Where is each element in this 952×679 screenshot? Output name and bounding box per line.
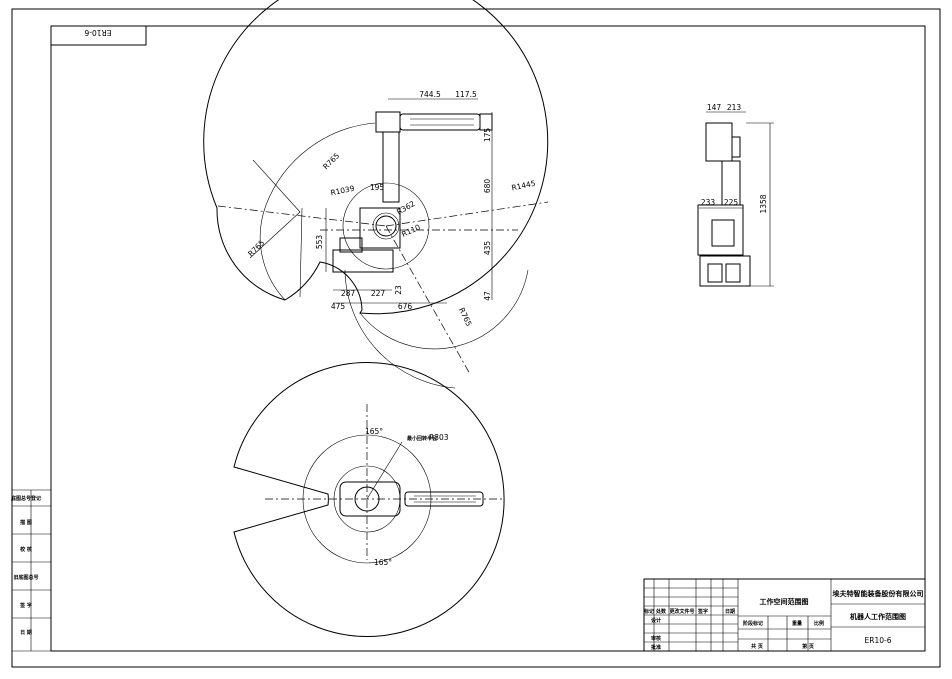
tb-company: 埃夫特智能装备股份有限公司	[833, 589, 924, 598]
shoulder	[359, 207, 401, 249]
dim-287: 287	[341, 289, 356, 298]
dim-r1445: R1445	[511, 179, 537, 193]
strip-label-5: 签 字	[19, 602, 32, 609]
top-angle-top: 165°	[365, 427, 383, 436]
tb-part-name: 机器人工作范围图	[850, 612, 906, 621]
tb-model: ER10-6	[865, 636, 892, 645]
tb-stage-mark: 阶段标记	[743, 620, 763, 627]
circle-r110	[372, 212, 400, 240]
title-block: 标记 处数 更改文件号 签字 日期 设计 审核 批准 工作空间范围图 阶段标记 …	[643, 578, 926, 652]
workspace-envelope	[203, 0, 549, 315]
top-angle-bottom: 165°	[374, 558, 392, 567]
tb-mark: 标记	[643, 608, 654, 615]
top-view: 165° 165° 最小回转半径 R303	[233, 362, 505, 637]
tb-designer: 设计	[651, 617, 661, 624]
dim-r110: R110	[400, 222, 422, 239]
forearm	[399, 113, 481, 131]
dim-227: 227	[371, 289, 386, 298]
dim-680: 680	[483, 179, 492, 194]
dim-553: 553	[315, 235, 324, 250]
strip-label-2: 描 图	[19, 519, 32, 526]
dim-117-5: 117.5	[455, 90, 477, 99]
tb-drawing-title: 工作空间范围图	[760, 597, 809, 606]
strip-label-6: 日 期	[20, 629, 32, 636]
outer-frame	[11, 8, 941, 668]
front-wrist	[705, 122, 733, 162]
side-view: 744.5 117.5 175 680 435 47 553 195 287 2…	[203, 0, 549, 389]
tb-approve: 批准	[651, 644, 661, 651]
dim-47: 47	[483, 291, 492, 301]
code-stamp-text: ER10-6	[84, 28, 111, 37]
dim-744-5: 744.5	[419, 90, 441, 99]
dim-475: 475	[331, 302, 346, 311]
front-base	[699, 255, 751, 287]
tb-change-doc: 更改文件号	[669, 608, 694, 615]
code-stamp-box	[50, 25, 147, 46]
tb-weight: 重量	[792, 620, 802, 627]
dim-r765-a: R765	[321, 151, 341, 171]
tb-sheets: 共 页	[751, 643, 763, 650]
top-forearm	[404, 491, 484, 507]
dim-1358: 1358	[759, 194, 768, 213]
tb-sheet: 第 页	[802, 643, 814, 650]
top-robot-body	[339, 481, 401, 517]
r303-prefix: 最小回转半径	[407, 435, 437, 442]
inner-frame	[50, 25, 926, 652]
front-view: 147 213 1358 233 225	[697, 103, 774, 287]
dim-676: 676	[398, 302, 413, 311]
strip-label-1: 底图总号登记	[10, 495, 41, 502]
dim-147: 147	[707, 103, 722, 112]
dim-r303: R303	[429, 433, 449, 442]
top-workspace	[233, 362, 505, 637]
arc-r1039	[265, 122, 376, 206]
left-strip: 底图总号登记 描 图 校 核 旧底图总号 签 字 日 期	[10, 489, 51, 652]
dim-175: 175	[483, 128, 492, 143]
dim-23: 23	[394, 285, 403, 295]
dim-213: 213	[727, 103, 742, 112]
dim-225: 225	[724, 198, 739, 207]
robot-base-side	[332, 249, 394, 273]
strip-label-4: 旧底图总号	[13, 574, 38, 581]
tb-sign: 签字	[697, 608, 708, 615]
tb-scale: 比例	[814, 620, 824, 627]
dim-233: 233	[701, 198, 716, 207]
dim-r765-c: R765	[457, 306, 474, 328]
dim-195: 195	[370, 183, 385, 192]
tb-count: 处数	[655, 608, 667, 615]
circle-r362	[342, 182, 430, 270]
tb-review: 审核	[651, 635, 661, 642]
upper-arm	[382, 131, 400, 203]
tb-date: 日期	[725, 608, 735, 615]
front-shoulder	[697, 204, 744, 256]
dim-r765-b: R765	[246, 238, 266, 258]
wrist-housing	[375, 111, 401, 133]
dim-r1039: R1039	[330, 184, 356, 198]
strip-label-3: 校 核	[20, 546, 32, 553]
dim-435: 435	[483, 241, 492, 256]
